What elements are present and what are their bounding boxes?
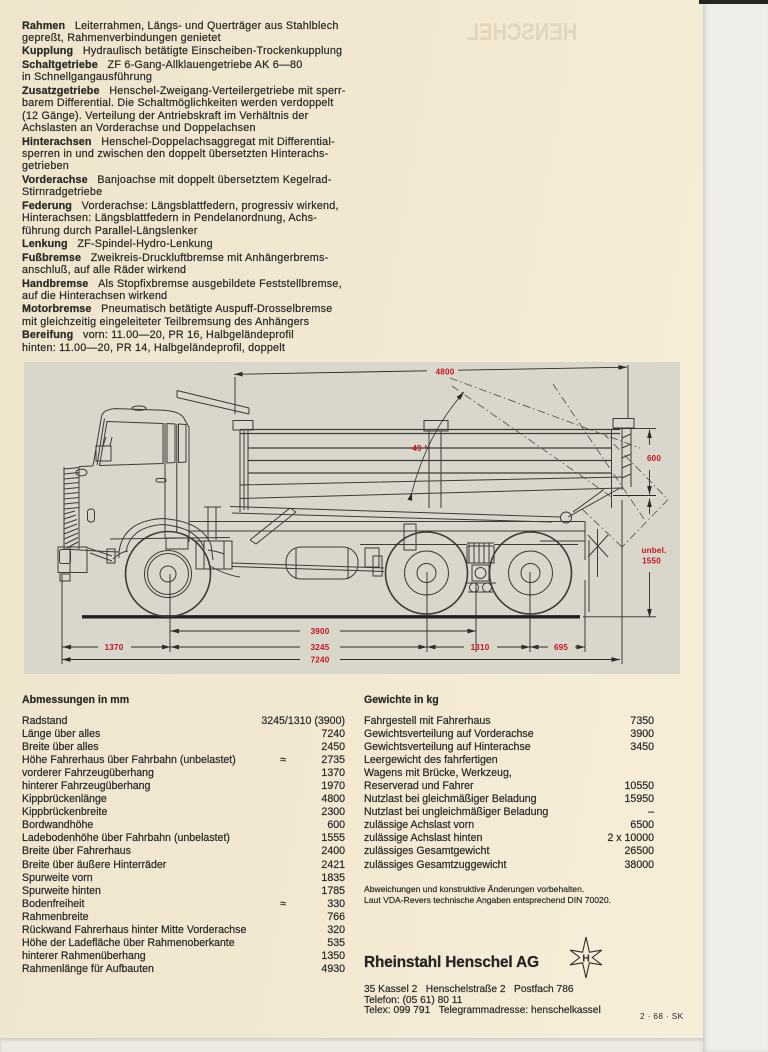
svg-text:3900: 3900 bbox=[311, 627, 330, 636]
svg-text:695: 695 bbox=[554, 643, 568, 652]
svg-text:unbel.: unbel. bbox=[641, 546, 666, 555]
svg-text:1550: 1550 bbox=[642, 557, 661, 566]
svg-text:7240: 7240 bbox=[311, 655, 330, 664]
svg-text:49 °: 49 ° bbox=[412, 444, 427, 453]
svg-text:3245: 3245 bbox=[311, 643, 330, 652]
svg-text:1310: 1310 bbox=[471, 643, 490, 652]
svg-text:600: 600 bbox=[647, 454, 661, 463]
svg-text:4800: 4800 bbox=[436, 368, 455, 377]
svg-text:1370: 1370 bbox=[105, 643, 124, 652]
svg-text:H: H bbox=[582, 953, 590, 965]
